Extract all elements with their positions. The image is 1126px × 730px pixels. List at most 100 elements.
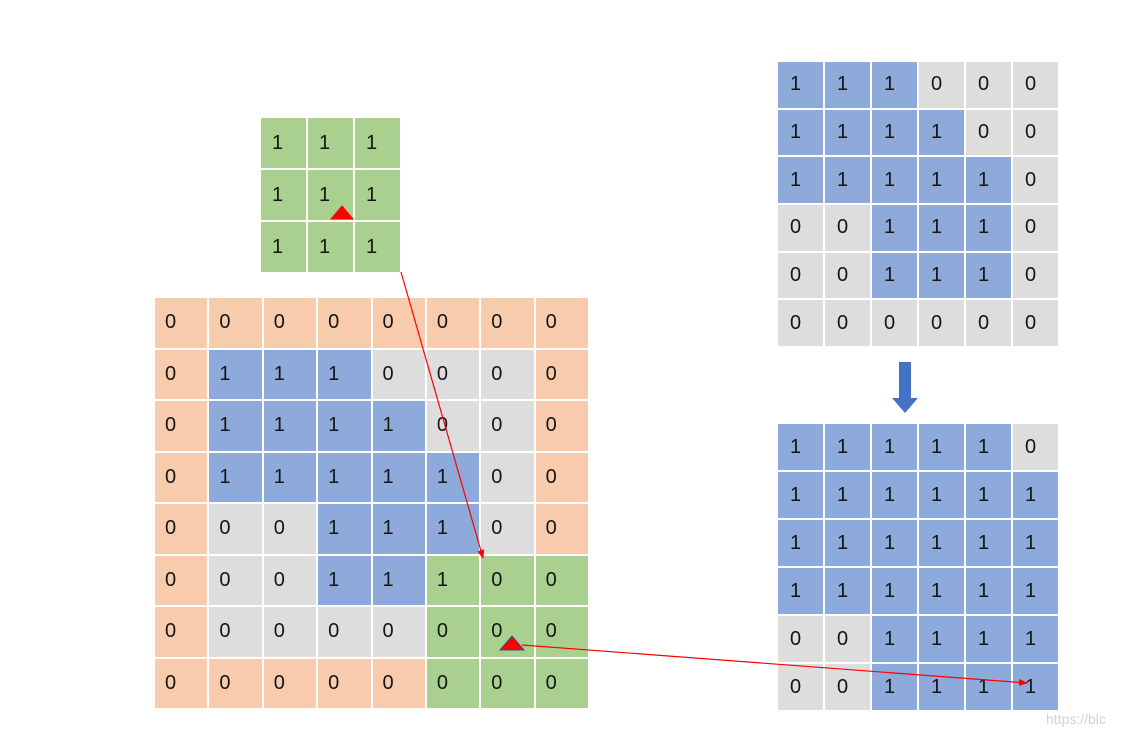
input-cell-r6-c7: 0 <box>535 607 588 657</box>
input-cell-r3-c2: 1 <box>263 452 317 502</box>
input-cell-r4-c5: 1 <box>426 504 480 554</box>
input-cell-r4-c6: 0 <box>481 504 534 554</box>
input-cell-r3-c4: 1 <box>372 452 425 502</box>
result-cell-r4-c3: 1 <box>919 616 964 662</box>
input-cell-r2-c2: 1 <box>263 401 317 451</box>
kernel-cell-r0-c2: 1 <box>355 118 400 168</box>
input-cell-r7-c3: 0 <box>318 658 371 708</box>
result-cell-r3-c3: 1 <box>919 568 964 614</box>
result-cell-r1-c5: 1 <box>1013 472 1058 518</box>
input-cell-r2-c0: 0 <box>155 401 208 451</box>
input-cell-r0-c5: 0 <box>426 298 480 348</box>
down-arrow-icon <box>892 362 918 413</box>
input-cell-r4-c1: 0 <box>209 504 262 554</box>
source-cell-r3-c1: 0 <box>825 205 870 251</box>
input-cell-r6-c2: 0 <box>263 607 317 657</box>
result-cell-r0-c5: 0 <box>1013 424 1058 470</box>
input-cell-r6-c0: 0 <box>155 607 208 657</box>
result-cell-r0-c4: 1 <box>966 424 1011 470</box>
source-cell-r0-c3: 0 <box>919 62 964 108</box>
source-cell-r1-c3: 1 <box>919 109 964 156</box>
source-cell-r0-c4: 0 <box>966 62 1011 108</box>
source-cell-r5-c5: 0 <box>1013 300 1058 346</box>
result-cell-r3-c0: 1 <box>778 568 823 614</box>
input-cell-r7-c1: 0 <box>209 658 262 708</box>
result-cell-r4-c4: 1 <box>966 616 1011 662</box>
input-cell-r6-c6: 0 <box>481 607 534 657</box>
input-cell-r0-c3: 0 <box>318 298 371 348</box>
input-cell-r5-c4: 1 <box>372 555 425 605</box>
source-cell-r5-c2: 0 <box>872 300 917 346</box>
source-cell-r1-c1: 1 <box>825 109 870 156</box>
result-cell-r1-c0: 1 <box>778 472 823 518</box>
input-cell-r4-c7: 0 <box>535 504 588 554</box>
result-cell-r1-c1: 1 <box>825 472 870 518</box>
source-cell-r4-c4: 1 <box>966 252 1011 299</box>
result-cell-r1-c3: 1 <box>919 472 964 518</box>
input-cell-r5-c1: 0 <box>209 555 262 605</box>
source-cell-r0-c5: 0 <box>1013 62 1058 108</box>
result-cell-r3-c5: 1 <box>1013 568 1058 614</box>
input-cell-r0-c0: 0 <box>155 298 208 348</box>
input-cell-r2-c1: 1 <box>209 401 262 451</box>
input-cell-r4-c4: 1 <box>372 504 425 554</box>
input-cell-r2-c6: 0 <box>481 401 534 451</box>
input-cell-r7-c0: 0 <box>155 658 208 708</box>
down-arrow-shaft <box>899 362 911 398</box>
input-cell-r1-c0: 0 <box>155 349 208 399</box>
kernel-cell-r1-c0: 1 <box>261 170 306 220</box>
result-cell-r2-c4: 1 <box>966 520 1011 566</box>
result-cell-r5-c1: 0 <box>825 664 870 710</box>
input-cell-r0-c6: 0 <box>481 298 534 348</box>
input-cell-r1-c3: 1 <box>318 349 371 399</box>
result-cell-r3-c2: 1 <box>872 568 917 614</box>
result-cell-r4-c2: 1 <box>872 616 917 662</box>
source-cell-r4-c0: 0 <box>778 252 823 299</box>
source-cell-r4-c3: 1 <box>919 252 964 299</box>
input-cell-r3-c1: 1 <box>209 452 262 502</box>
input-cell-r0-c2: 0 <box>263 298 317 348</box>
input-cell-r6-c1: 0 <box>209 607 262 657</box>
input-cell-r6-c4: 0 <box>372 607 425 657</box>
result-cell-r3-c4: 1 <box>966 568 1011 614</box>
source-cell-r0-c2: 1 <box>872 62 917 108</box>
input-cell-r6-c5: 0 <box>426 607 480 657</box>
input-cell-r3-c7: 0 <box>535 452 588 502</box>
result-cell-r4-c1: 0 <box>825 616 870 662</box>
source-cell-r0-c1: 1 <box>825 62 870 108</box>
input-cell-r3-c3: 1 <box>318 452 371 502</box>
input-cell-r2-c3: 1 <box>318 401 371 451</box>
kernel-cell-r0-c0: 1 <box>261 118 306 168</box>
input-cell-r1-c5: 0 <box>426 349 480 399</box>
source-cell-r3-c5: 0 <box>1013 205 1058 251</box>
result-cell-r1-c2: 1 <box>872 472 917 518</box>
source-cell-r3-c3: 1 <box>919 205 964 251</box>
result-cell-r2-c2: 1 <box>872 520 917 566</box>
source-cell-r2-c1: 1 <box>825 157 870 203</box>
source-cell-r1-c2: 1 <box>872 109 917 156</box>
result-cell-r3-c1: 1 <box>825 568 870 614</box>
input-cell-r5-c3: 1 <box>318 555 371 605</box>
source-cell-r2-c3: 1 <box>919 157 964 203</box>
kernel-cell-r2-c0: 1 <box>261 222 306 272</box>
input-cell-r6-c3: 0 <box>318 607 371 657</box>
result-cell-r2-c3: 1 <box>919 520 964 566</box>
input-cell-r1-c6: 0 <box>481 349 534 399</box>
input-cell-r0-c1: 0 <box>209 298 262 348</box>
input-cell-r4-c3: 1 <box>318 504 371 554</box>
kernel-cell-r0-c1: 1 <box>308 118 353 168</box>
source-cell-r5-c4: 0 <box>966 300 1011 346</box>
input-cell-r2-c7: 0 <box>535 401 588 451</box>
source-cell-r1-c4: 0 <box>966 109 1011 156</box>
input-cell-r7-c5: 0 <box>426 658 480 708</box>
kernel-cell-r2-c1: 1 <box>308 222 353 272</box>
input-cell-r5-c2: 0 <box>263 555 317 605</box>
input-cell-r1-c1: 1 <box>209 349 262 399</box>
result-cell-r4-c5: 1 <box>1013 616 1058 662</box>
input-cell-r7-c4: 0 <box>372 658 425 708</box>
source-cell-r3-c0: 0 <box>778 205 823 251</box>
input-cell-r4-c0: 0 <box>155 504 208 554</box>
result-cell-r5-c5: 1 <box>1013 664 1058 710</box>
